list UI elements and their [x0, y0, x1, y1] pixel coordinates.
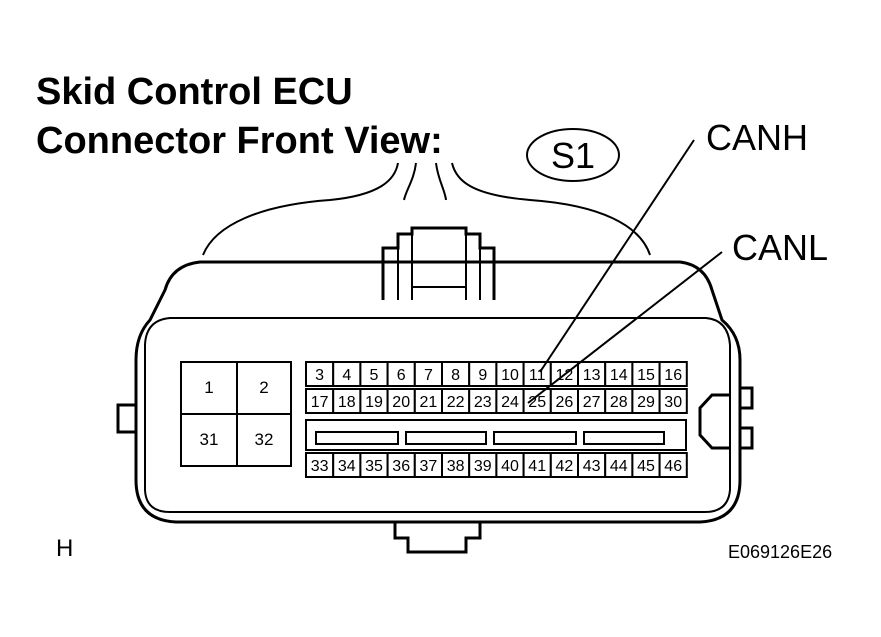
- pin-cell: [658, 388, 688, 414]
- canh-label: CANH: [706, 117, 808, 158]
- pin-cell: [441, 388, 471, 414]
- pin-label: 35: [365, 458, 383, 475]
- pin-cell: [413, 452, 443, 478]
- connector-id-ellipse: [526, 128, 620, 182]
- pin-cell: [658, 361, 688, 387]
- right-side-key: [698, 393, 730, 450]
- right-side-tab-bottom: [740, 426, 754, 450]
- pin-label: 9: [478, 367, 487, 384]
- pin-label: 29: [637, 394, 655, 411]
- pin-label: 42: [556, 458, 574, 475]
- pin-label: 18: [338, 394, 356, 411]
- pin-label: 32: [255, 430, 274, 449]
- pin-cell: [604, 361, 634, 387]
- pin-cell: [441, 361, 471, 387]
- pin-label: 5: [370, 367, 379, 384]
- pin-cell: [305, 361, 335, 387]
- pin-label: 41: [528, 458, 546, 475]
- pin-label: 33: [311, 458, 329, 475]
- pin-label: 21: [420, 394, 438, 411]
- wire-harness: [202, 162, 651, 256]
- locking-latch: [381, 226, 496, 300]
- pin-cell: [577, 361, 607, 387]
- pin-label: 16: [664, 367, 682, 384]
- pin-cell: [468, 361, 498, 387]
- pin-label: 2: [259, 378, 268, 397]
- pin-label: 14: [610, 367, 628, 384]
- bottom-tab: [393, 522, 482, 554]
- pin-label: 1: [204, 378, 213, 397]
- pin-label: 30: [664, 394, 682, 411]
- pin-label: 13: [583, 367, 601, 384]
- connector-inner-rim: [144, 317, 731, 513]
- slot: [405, 431, 487, 445]
- large-pin-block: 1 2 31 32: [180, 361, 292, 467]
- pin-label: 34: [338, 458, 356, 475]
- pin-label: 3: [315, 367, 324, 384]
- pin-label: 26: [556, 394, 574, 411]
- pin-cell: [658, 452, 688, 478]
- figure-code: E069126E26: [728, 542, 832, 562]
- pin-cell: [413, 361, 443, 387]
- pin-label: 8: [451, 367, 460, 384]
- pin-label: 27: [583, 394, 601, 411]
- pin-cell: [495, 388, 525, 414]
- right-side-tab-top: [740, 386, 754, 410]
- pin-label: 4: [342, 367, 351, 384]
- pin-label: 24: [501, 394, 519, 411]
- pin-cell: [332, 388, 362, 414]
- pin-label: 39: [474, 458, 492, 475]
- pin-label: 28: [610, 394, 628, 411]
- pin-cell: [359, 452, 389, 478]
- canl-leader-line: [527, 251, 723, 404]
- corner-letter: H: [56, 535, 73, 562]
- slot: [493, 431, 577, 445]
- pin-row-bottom: 33 34 35 36 37 38 39 40 41 42 43 44 45 46: [305, 452, 688, 478]
- pin-label: 10: [501, 367, 519, 384]
- pin-label: 17: [311, 394, 329, 411]
- pin-cell: [305, 452, 335, 478]
- large-pin-cell: [236, 413, 292, 467]
- pin-label: 6: [397, 367, 406, 384]
- pin-label: 44: [610, 458, 628, 475]
- large-pin-cell: [180, 413, 238, 467]
- slot: [583, 431, 665, 445]
- canl-label: CANL: [732, 227, 828, 268]
- pin-cell: [305, 388, 335, 414]
- title-line-2: Connector Front View:: [36, 120, 443, 162]
- pin-label: 36: [392, 458, 410, 475]
- pin-label: 38: [447, 458, 465, 475]
- slot-row: [305, 419, 687, 451]
- pin-label: 37: [420, 458, 438, 475]
- pin-label: 31: [200, 430, 219, 449]
- large-pin-cell: [236, 361, 292, 415]
- pin-label: 23: [474, 394, 492, 411]
- pin-label: 19: [365, 394, 383, 411]
- pin-label: 22: [447, 394, 465, 411]
- pin-cell: [522, 452, 552, 478]
- pin-label: 7: [424, 367, 433, 384]
- pin-label: 45: [637, 458, 655, 475]
- slot: [315, 431, 399, 445]
- title-line-1: Skid Control ECU: [36, 71, 353, 113]
- connector-housing: [134, 260, 742, 524]
- pin-cell: [549, 388, 579, 414]
- pin-label: 11: [529, 367, 546, 384]
- pin-label: 40: [501, 458, 519, 475]
- pin-cell: [522, 388, 552, 414]
- connector-id-label: S1: [551, 135, 595, 176]
- pin-label: 43: [583, 458, 601, 475]
- left-side-tab: [116, 403, 136, 434]
- pin-label: 15: [637, 367, 655, 384]
- pin-label: 46: [664, 458, 682, 475]
- pin-cell: [549, 452, 579, 478]
- pin-label: 20: [392, 394, 410, 411]
- canh-leader-line: [539, 139, 695, 373]
